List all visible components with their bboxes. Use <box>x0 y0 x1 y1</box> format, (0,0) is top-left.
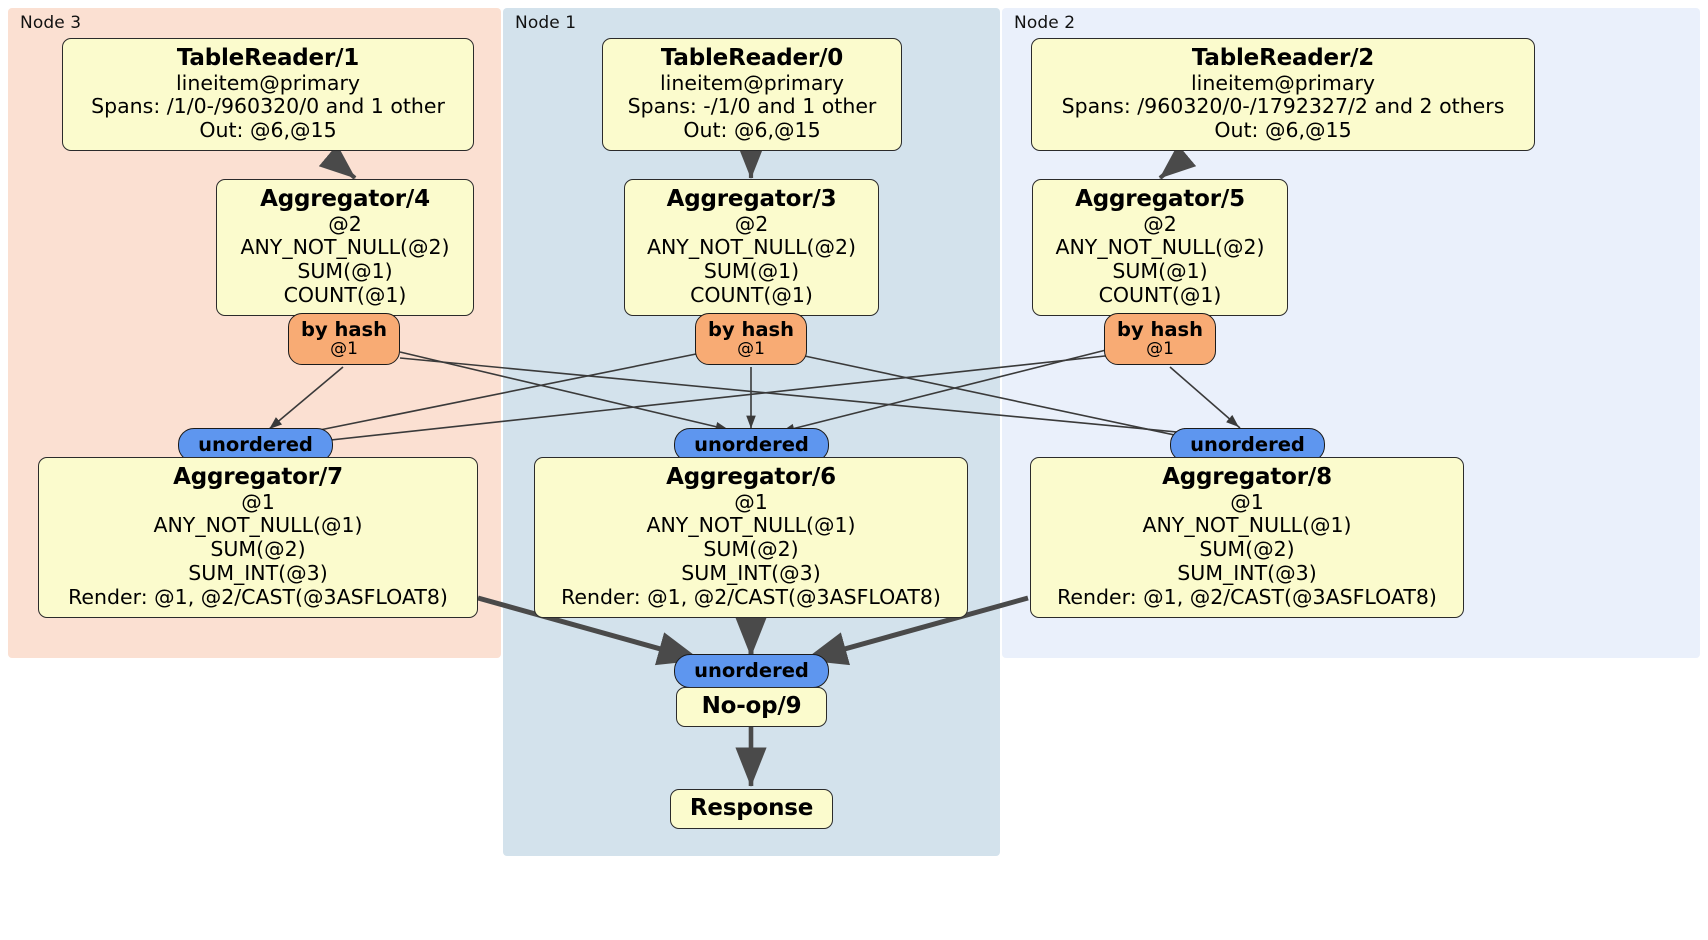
processor-aggregator3[interactable]: Aggregator/3 @2 ANY_NOT_NULL(@2) SUM(@1)… <box>624 179 879 316</box>
processor-line: Spans: -/1/0 and 1 other <box>627 94 877 119</box>
processor-line: Render: @1, @2/CAST(@3ASFLOAT8) <box>1057 584 1437 609</box>
processor-title: Response <box>689 795 814 821</box>
unordered-label: unordered <box>694 659 809 682</box>
unordered-synchronizer-node1[interactable]: unordered <box>674 428 829 463</box>
processor-line: SUM(@2) <box>1199 537 1295 562</box>
node-label-node2: Node 2 <box>1014 13 1076 33</box>
processor-title: No-op/9 <box>701 693 802 719</box>
processor-title: Aggregator/5 <box>1075 186 1245 212</box>
processor-line: COUNT(@1) <box>283 282 407 307</box>
processor-line: Spans: /1/0-/960320/0 and 1 other <box>91 94 445 119</box>
hash-router-column: @1 <box>737 339 765 360</box>
processor-response[interactable]: Response <box>670 789 833 829</box>
hash-router-node1[interactable]: by hash @1 <box>695 313 807 366</box>
processor-line: COUNT(@1) <box>690 282 813 307</box>
processor-line: Render: @1, @2/CAST(@3ASFLOAT8) <box>561 584 941 609</box>
processor-line: ANY_NOT_NULL(@2) <box>646 235 857 260</box>
processor-line: SUM(@2) <box>210 537 306 562</box>
processor-line: SUM_INT(@3) <box>681 560 821 585</box>
processor-title: Aggregator/4 <box>260 186 430 212</box>
processor-aggregator5[interactable]: Aggregator/5 @2 ANY_NOT_NULL(@2) SUM(@1)… <box>1032 179 1288 316</box>
processor-line: Out: @6,@15 <box>1214 118 1352 143</box>
processor-line: SUM_INT(@3) <box>188 560 328 585</box>
processor-line: ANY_NOT_NULL(@2) <box>1055 235 1265 260</box>
processor-title: TableReader/2 <box>1191 45 1375 71</box>
processor-line: @2 <box>734 211 769 236</box>
unordered-synchronizer-final[interactable]: unordered <box>674 654 829 689</box>
processor-title: TableReader/0 <box>660 45 844 71</box>
processor-title: Aggregator/3 <box>666 186 837 212</box>
node-label-node1: Node 1 <box>515 13 577 33</box>
processor-line: lineitem@primary <box>659 70 845 95</box>
hash-router-node3[interactable]: by hash @1 <box>288 313 400 366</box>
processor-line: ANY_NOT_NULL(@1) <box>1142 513 1352 538</box>
processor-aggregator6[interactable]: Aggregator/6 @1 ANY_NOT_NULL(@1) SUM(@2)… <box>534 457 968 618</box>
hash-router-column: @1 <box>1146 339 1174 360</box>
processor-line: COUNT(@1) <box>1098 282 1222 307</box>
processor-line: Out: @6,@15 <box>199 118 337 143</box>
processor-aggregator8[interactable]: Aggregator/8 @1 ANY_NOT_NULL(@1) SUM(@2)… <box>1030 457 1464 618</box>
processor-line: SUM(@1) <box>297 259 393 284</box>
unordered-label: unordered <box>694 433 809 456</box>
processor-title: Aggregator/6 <box>666 464 836 490</box>
hash-router-title: by hash <box>708 318 794 341</box>
hash-router-node2[interactable]: by hash @1 <box>1104 313 1216 366</box>
processor-tablereader1[interactable]: TableReader/1 lineitem@primary Spans: /1… <box>62 38 474 151</box>
processor-line: Spans: /960320/0-/1792327/2 and 2 others <box>1061 94 1505 119</box>
hash-router-title: by hash <box>301 318 387 341</box>
node-label-node3: Node 3 <box>20 13 82 33</box>
processor-line: ANY_NOT_NULL(@1) <box>153 513 363 538</box>
processor-line: Out: @6,@15 <box>683 118 821 143</box>
hash-router-title: by hash <box>1117 318 1203 341</box>
processor-line: @2 <box>328 211 362 236</box>
hash-router-column: @1 <box>330 339 358 360</box>
processor-tablereader2[interactable]: TableReader/2 lineitem@primary Spans: /9… <box>1031 38 1535 151</box>
unordered-label: unordered <box>198 433 313 456</box>
processor-aggregator4[interactable]: Aggregator/4 @2 ANY_NOT_NULL(@2) SUM(@1)… <box>216 179 474 316</box>
processor-line: SUM(@1) <box>1112 259 1208 284</box>
processor-aggregator7[interactable]: Aggregator/7 @1 ANY_NOT_NULL(@1) SUM(@2)… <box>38 457 478 618</box>
processor-title: Aggregator/7 <box>173 464 343 490</box>
processor-title: TableReader/1 <box>176 45 360 71</box>
processor-tablereader0[interactable]: TableReader/0 lineitem@primary Spans: -/… <box>602 38 902 151</box>
processor-line: SUM_INT(@3) <box>1177 560 1317 585</box>
processor-line: lineitem@primary <box>1190 70 1376 95</box>
processor-line: Render: @1, @2/CAST(@3ASFLOAT8) <box>68 584 448 609</box>
processor-line: @1 <box>241 489 275 514</box>
processor-line: SUM(@1) <box>703 259 800 284</box>
processor-line: ANY_NOT_NULL(@1) <box>646 513 856 538</box>
processor-title: Aggregator/8 <box>1162 464 1332 490</box>
processor-noop9[interactable]: No-op/9 <box>676 687 827 727</box>
processor-line: @1 <box>734 489 768 514</box>
processor-line: ANY_NOT_NULL(@2) <box>240 235 450 260</box>
unordered-label: unordered <box>1190 433 1305 456</box>
processor-line: SUM(@2) <box>703 537 799 562</box>
processor-line: @1 <box>1230 489 1264 514</box>
processor-line: lineitem@primary <box>175 70 361 95</box>
processor-line: @2 <box>1143 211 1177 236</box>
